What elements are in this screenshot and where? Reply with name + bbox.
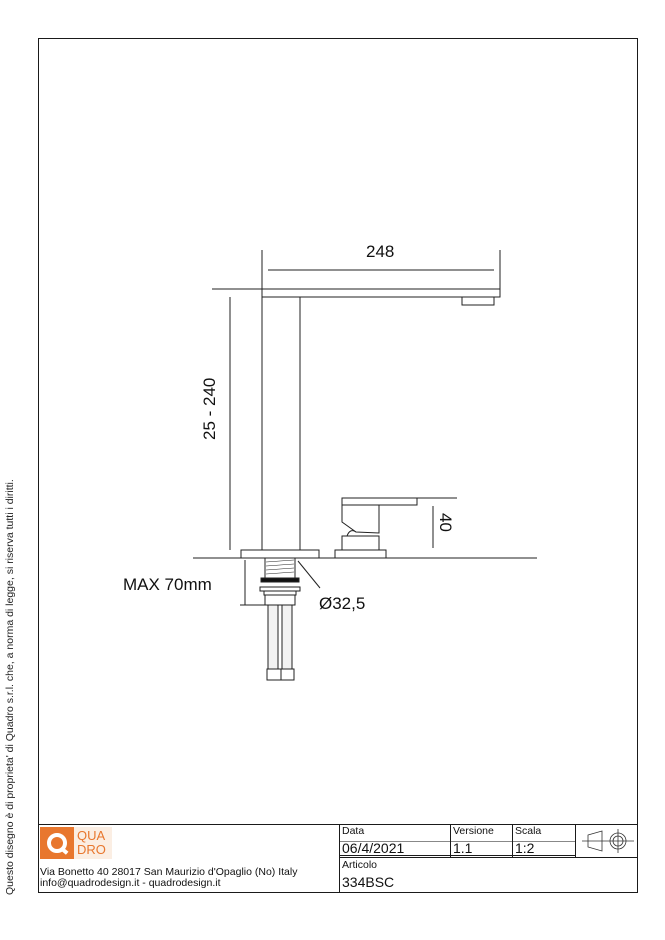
base-plate bbox=[240, 549, 320, 559]
max-thickness-label: MAX 70mm bbox=[123, 575, 212, 594]
quadro-logo: QUA DRO bbox=[40, 827, 114, 859]
flexible-hoses bbox=[266, 604, 295, 681]
scale-value: 1:2 bbox=[515, 840, 535, 856]
dimension-248-label: 248 bbox=[366, 242, 394, 261]
company-info: QUA DRO Via Bonetto 40 28017 San Maurizi… bbox=[38, 825, 340, 893]
logo-line2: DRO bbox=[77, 842, 106, 857]
title-block: QUA DRO Via Bonetto 40 28017 San Maurizi… bbox=[38, 824, 638, 893]
diameter-leader bbox=[297, 560, 321, 589]
scale-label: Scala bbox=[515, 825, 542, 837]
spout bbox=[261, 288, 501, 306]
dimension-height-label: 25 - 240 bbox=[200, 378, 219, 440]
logo-q-mark bbox=[40, 827, 74, 859]
drawing-metadata: Data 06/4/2021 Versione 1.1 Scala 1:2 Ar… bbox=[340, 825, 638, 893]
drawing-frame bbox=[38, 38, 638, 893]
logo-line1: QUA bbox=[77, 828, 106, 843]
threaded-shank bbox=[259, 557, 301, 606]
logo-wordmark: QUA DRO bbox=[74, 827, 112, 859]
address-line: Via Bonetto 40 28017 San Maurizio d'Opag… bbox=[40, 866, 298, 878]
article-label: Articolo bbox=[342, 859, 378, 871]
date-value: 06/4/2021 bbox=[342, 840, 405, 856]
third-angle-projection-icon bbox=[576, 825, 638, 857]
date-label: Data bbox=[342, 825, 365, 837]
version-label: Versione bbox=[453, 825, 494, 837]
mixer-handle bbox=[334, 497, 418, 559]
q-letter-icon bbox=[47, 833, 67, 853]
article-value: 334BSC bbox=[342, 874, 395, 890]
contact-line: info@quadrodesign.it - quadrodesign.it bbox=[40, 877, 221, 889]
hole-diameter-label: Ø32,5 bbox=[319, 594, 365, 613]
company-address: Via Bonetto 40 28017 San Maurizio d'Opag… bbox=[40, 867, 297, 889]
dimension-40-label: 40 bbox=[436, 513, 455, 532]
version-value: 1.1 bbox=[453, 840, 473, 856]
